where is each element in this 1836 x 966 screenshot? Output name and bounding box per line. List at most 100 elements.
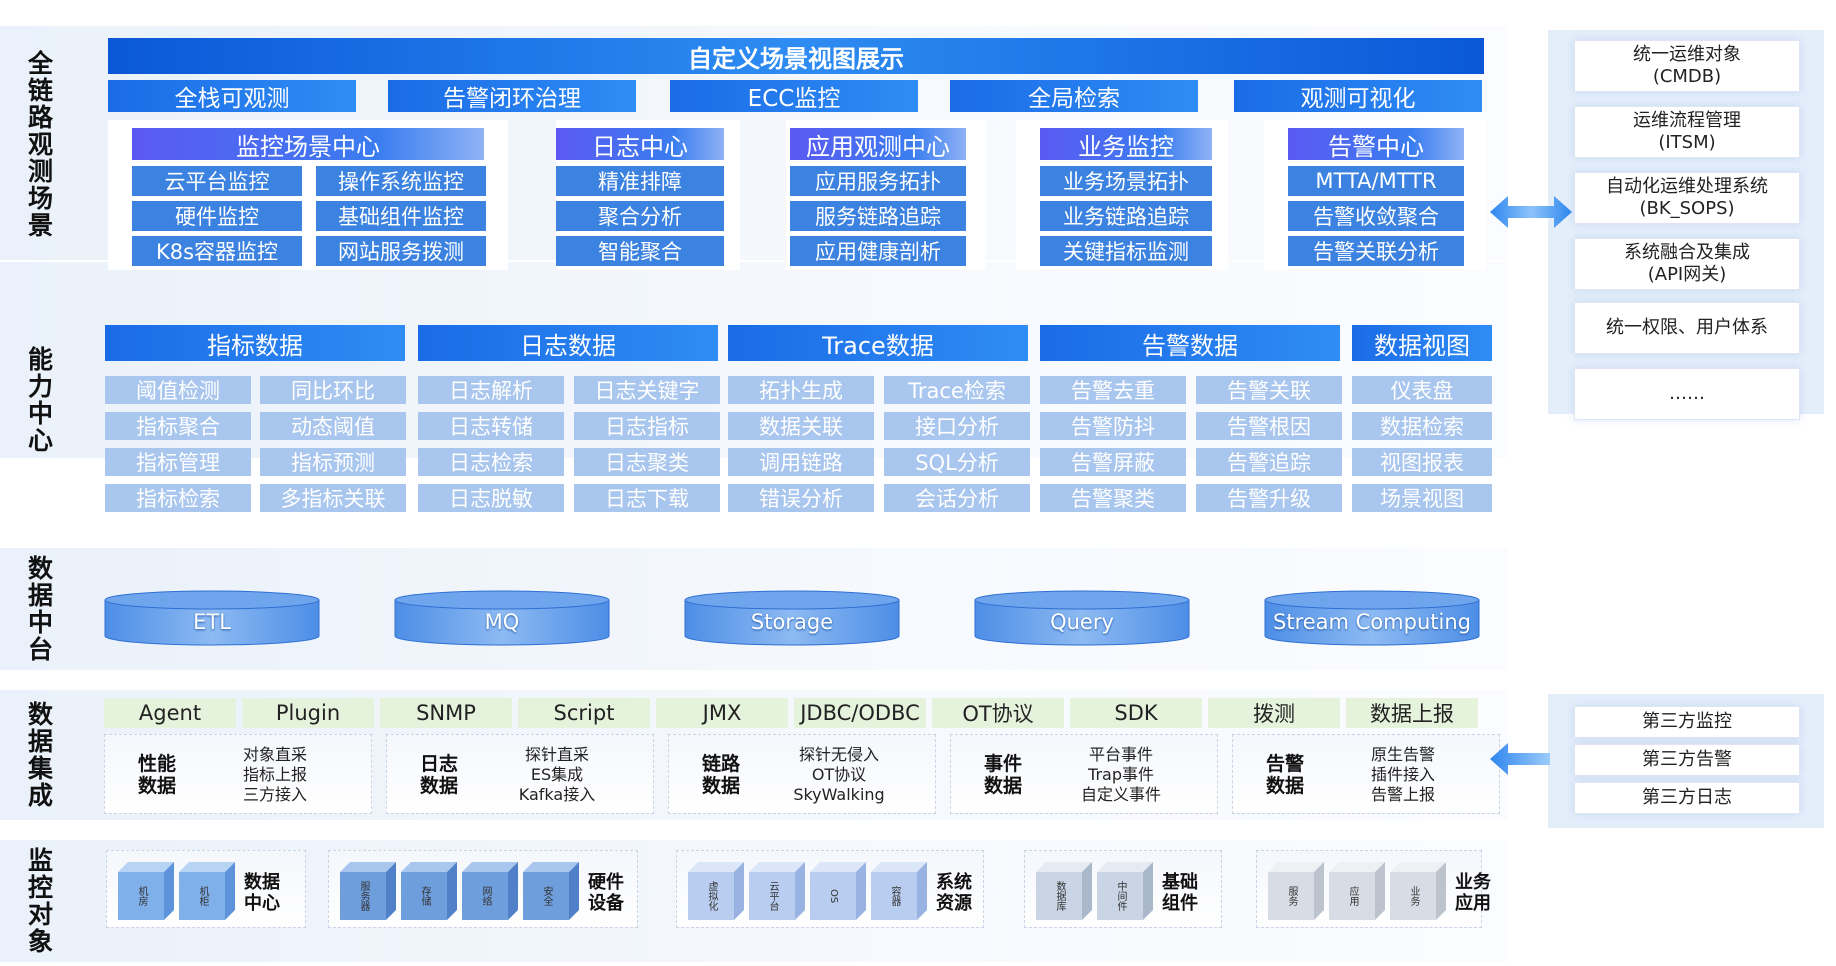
ingest-method: 原生告警 bbox=[1370, 745, 1435, 764]
capability-item[interactable]: 同比环比 bbox=[260, 376, 406, 404]
capability-item[interactable]: 动态阈值 bbox=[260, 412, 406, 440]
capability-item[interactable]: 告警升级 bbox=[1196, 484, 1342, 512]
capability-item[interactable]: 仪表盘 bbox=[1352, 376, 1492, 404]
capability-item[interactable]: 调用链路 bbox=[728, 448, 874, 476]
database-cylinder: Stream Computing bbox=[1264, 590, 1480, 646]
ingest-source[interactable]: SDK bbox=[1070, 698, 1202, 728]
panel-item[interactable]: 服务链路追踪 bbox=[790, 201, 966, 231]
ingest-source[interactable]: Script bbox=[518, 698, 650, 728]
cube-label: OS bbox=[810, 872, 856, 920]
object-cube: 业务 bbox=[1390, 862, 1446, 920]
capability-item[interactable]: 告警根因 bbox=[1196, 412, 1342, 440]
cube-top bbox=[688, 862, 744, 872]
capability-item[interactable]: 数据检索 bbox=[1352, 412, 1492, 440]
capability-item[interactable]: 日志转储 bbox=[418, 412, 564, 440]
panel-item[interactable]: MTTA/MTTR bbox=[1288, 166, 1464, 196]
integration-system-box[interactable]: 系统融合及集成(API网关) bbox=[1574, 238, 1800, 290]
ingest-source[interactable]: JDBC/ODBC bbox=[794, 698, 926, 728]
panel-item[interactable]: 应用健康剖析 bbox=[790, 236, 966, 266]
integration-system-box[interactable]: 运维流程管理(ITSM) bbox=[1574, 106, 1800, 158]
database-cylinder: ETL bbox=[104, 590, 320, 646]
panel-item[interactable]: 智能聚合 bbox=[556, 236, 724, 266]
integration-system-box[interactable]: 统一运维对象(CMDB) bbox=[1574, 40, 1800, 92]
ingest-source[interactable]: 数据上报 bbox=[1346, 698, 1478, 728]
capability-item[interactable]: 告警去重 bbox=[1040, 376, 1186, 404]
capability-item[interactable]: 告警追踪 bbox=[1196, 448, 1342, 476]
capability-item[interactable]: SQL分析 bbox=[884, 448, 1030, 476]
capability-item[interactable]: 告警防抖 bbox=[1040, 412, 1186, 440]
object-group-label-line: 资源 bbox=[936, 893, 972, 914]
panel-item[interactable]: 操作系统监控 bbox=[316, 166, 486, 196]
capability-item[interactable]: 日志解析 bbox=[418, 376, 564, 404]
panel-item[interactable]: 告警收敛聚合 bbox=[1288, 201, 1464, 231]
cylinder-label: Stream Computing bbox=[1273, 610, 1471, 634]
object-group-label: 业务应用 bbox=[1455, 872, 1491, 914]
panel-item[interactable]: 基础组件监控 bbox=[316, 201, 486, 231]
ingest-source[interactable]: JMX bbox=[656, 698, 788, 728]
capability-item[interactable]: 指标管理 bbox=[105, 448, 251, 476]
integration-system-box[interactable]: …… bbox=[1574, 368, 1800, 420]
third-party-box[interactable]: 第三方监控 bbox=[1574, 706, 1800, 738]
ingest-group-title-line: 数据 bbox=[701, 775, 740, 797]
ingest-source[interactable]: Agent bbox=[104, 698, 236, 728]
cylinder-label: Query bbox=[1050, 610, 1114, 634]
capability-item[interactable]: 指标检索 bbox=[105, 484, 251, 512]
side-label-text: 能力中心 bbox=[24, 346, 54, 454]
object-cube: 云平台 bbox=[749, 862, 805, 920]
cube-top bbox=[1329, 862, 1385, 872]
capability-item[interactable]: Trace检索 bbox=[884, 376, 1030, 404]
capability-item[interactable]: 场景视图 bbox=[1352, 484, 1492, 512]
panel-item[interactable]: 应用服务拓扑 bbox=[790, 166, 966, 196]
cube-label: 容器 bbox=[871, 872, 917, 920]
capability-item[interactable]: 错误分析 bbox=[728, 484, 874, 512]
ingest-source[interactable]: SNMP bbox=[380, 698, 512, 728]
cube-side bbox=[164, 862, 174, 920]
cube-side bbox=[1314, 862, 1324, 920]
third-party-box[interactable]: 第三方告警 bbox=[1574, 744, 1800, 776]
ingest-source[interactable]: 拨测 bbox=[1208, 698, 1340, 728]
panel-item[interactable]: 关键指标监测 bbox=[1040, 236, 1212, 266]
panel-title: 监控场景中心 bbox=[132, 128, 484, 161]
capability-item[interactable]: 阈值检测 bbox=[105, 376, 251, 404]
capability-item[interactable]: 指标预测 bbox=[260, 448, 406, 476]
capability-item[interactable]: 视图报表 bbox=[1352, 448, 1492, 476]
capability-item[interactable]: 日志关键字 bbox=[574, 376, 720, 404]
panel-item[interactable]: 硬件监控 bbox=[132, 201, 302, 231]
capability-item[interactable]: 多指标关联 bbox=[260, 484, 406, 512]
integration-system-box[interactable]: 统一权限、用户体系 bbox=[1574, 302, 1800, 354]
panel-item[interactable]: 云平台监控 bbox=[132, 166, 302, 196]
database-cylinder: MQ bbox=[394, 590, 610, 646]
capability-item[interactable]: 告警关联 bbox=[1196, 376, 1342, 404]
ingest-source[interactable]: Plugin bbox=[242, 698, 374, 728]
capability-header: 数据视图 bbox=[1352, 325, 1492, 361]
cube-side bbox=[447, 862, 457, 920]
panel-item[interactable]: 告警关联分析 bbox=[1288, 236, 1464, 266]
capability-item[interactable]: 日志脱敏 bbox=[418, 484, 564, 512]
ingest-method: 平台事件 bbox=[1088, 745, 1153, 764]
panel-item[interactable]: 业务链路追踪 bbox=[1040, 201, 1212, 231]
panel-item[interactable]: 精准排障 bbox=[556, 166, 724, 196]
object-cube: 数据库 bbox=[1036, 862, 1092, 920]
capability-item[interactable]: 告警屏蔽 bbox=[1040, 448, 1186, 476]
capability-item[interactable]: 接口分析 bbox=[884, 412, 1030, 440]
capability-item[interactable]: 拓扑生成 bbox=[728, 376, 874, 404]
panel-item[interactable]: K8s容器监控 bbox=[132, 236, 302, 266]
panel-item[interactable]: 聚合分析 bbox=[556, 201, 724, 231]
panel-item[interactable]: 业务场景拓扑 bbox=[1040, 166, 1212, 196]
ingest-source[interactable]: OT协议 bbox=[932, 698, 1064, 728]
cube-label: 安全 bbox=[523, 872, 569, 920]
cube-label: 业务 bbox=[1390, 872, 1436, 920]
capability-item[interactable]: 告警聚类 bbox=[1040, 484, 1186, 512]
capability-item[interactable]: 日志检索 bbox=[418, 448, 564, 476]
panel-item[interactable]: 网站服务拨测 bbox=[316, 236, 486, 266]
capability-item[interactable]: 指标聚合 bbox=[105, 412, 251, 440]
capability-item[interactable]: 日志指标 bbox=[574, 412, 720, 440]
capability-item[interactable]: 日志下载 bbox=[574, 484, 720, 512]
capability-item[interactable]: 数据关联 bbox=[728, 412, 874, 440]
cube-top bbox=[340, 862, 396, 872]
integration-system-box[interactable]: 自动化运维处理系统(BK_SOPS) bbox=[1574, 172, 1800, 224]
capability-item[interactable]: 会话分析 bbox=[884, 484, 1030, 512]
third-party-box[interactable]: 第三方日志 bbox=[1574, 782, 1800, 814]
object-cube: 中间件 bbox=[1097, 862, 1153, 920]
capability-item[interactable]: 日志聚类 bbox=[574, 448, 720, 476]
